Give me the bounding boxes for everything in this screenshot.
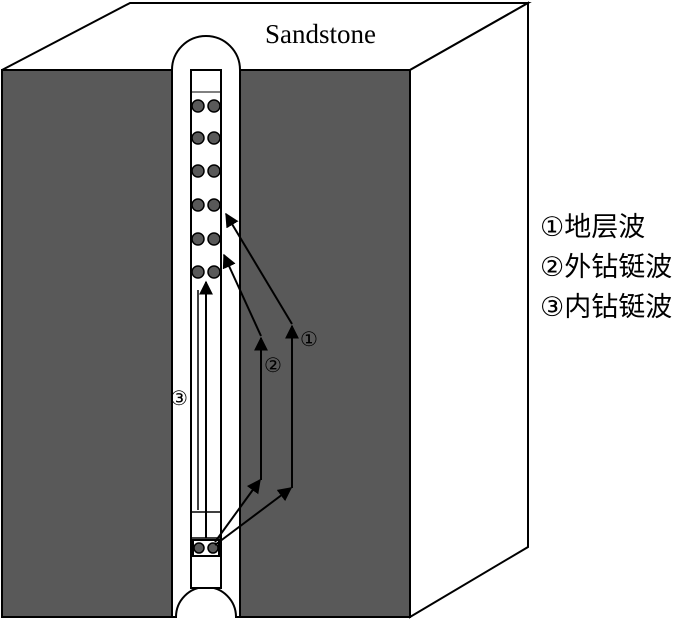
receiver — [207, 265, 221, 279]
legend-marker-3: ③ — [540, 292, 564, 323]
legend: ①地层波 ②外钻铤波 ③内钻铤波 — [540, 212, 672, 323]
legend-text-2: 外钻铤波 — [564, 252, 672, 283]
ray-path-1-out — [214, 487, 293, 546]
receiver-array — [191, 99, 221, 279]
path-marker-2: ② — [264, 353, 282, 377]
source — [192, 539, 220, 557]
receiver — [207, 131, 221, 145]
receiver — [191, 198, 205, 212]
receiver — [191, 232, 205, 246]
receiver — [207, 232, 221, 246]
legend-text-1: 地层波 — [564, 212, 645, 243]
formation-left — [1, 69, 173, 618]
receiver — [191, 131, 205, 145]
ray-path-1-back — [225, 212, 293, 325]
legend-text-3: 内钻铤波 — [564, 292, 672, 323]
legend-item-1: ①地层波 — [540, 212, 645, 243]
path-marker-3: ③ — [170, 386, 188, 410]
block-right-face — [409, 1, 529, 619]
ray-path-2-out — [214, 478, 261, 543]
block-label: Sandstone — [265, 19, 376, 49]
receiver — [207, 164, 221, 178]
receiver — [191, 164, 205, 178]
receiver — [191, 265, 205, 279]
receiver — [207, 99, 221, 113]
legend-item-3: ③内钻铤波 — [540, 292, 672, 323]
receiver — [191, 99, 205, 113]
path-marker-1: ① — [300, 327, 318, 351]
ray-path-2-back — [222, 253, 262, 337]
legend-marker-2: ② — [540, 252, 564, 283]
legend-item-2: ②外钻铤波 — [540, 252, 672, 283]
legend-marker-1: ① — [540, 212, 564, 243]
receiver — [207, 198, 221, 212]
formation-right — [239, 69, 411, 618]
